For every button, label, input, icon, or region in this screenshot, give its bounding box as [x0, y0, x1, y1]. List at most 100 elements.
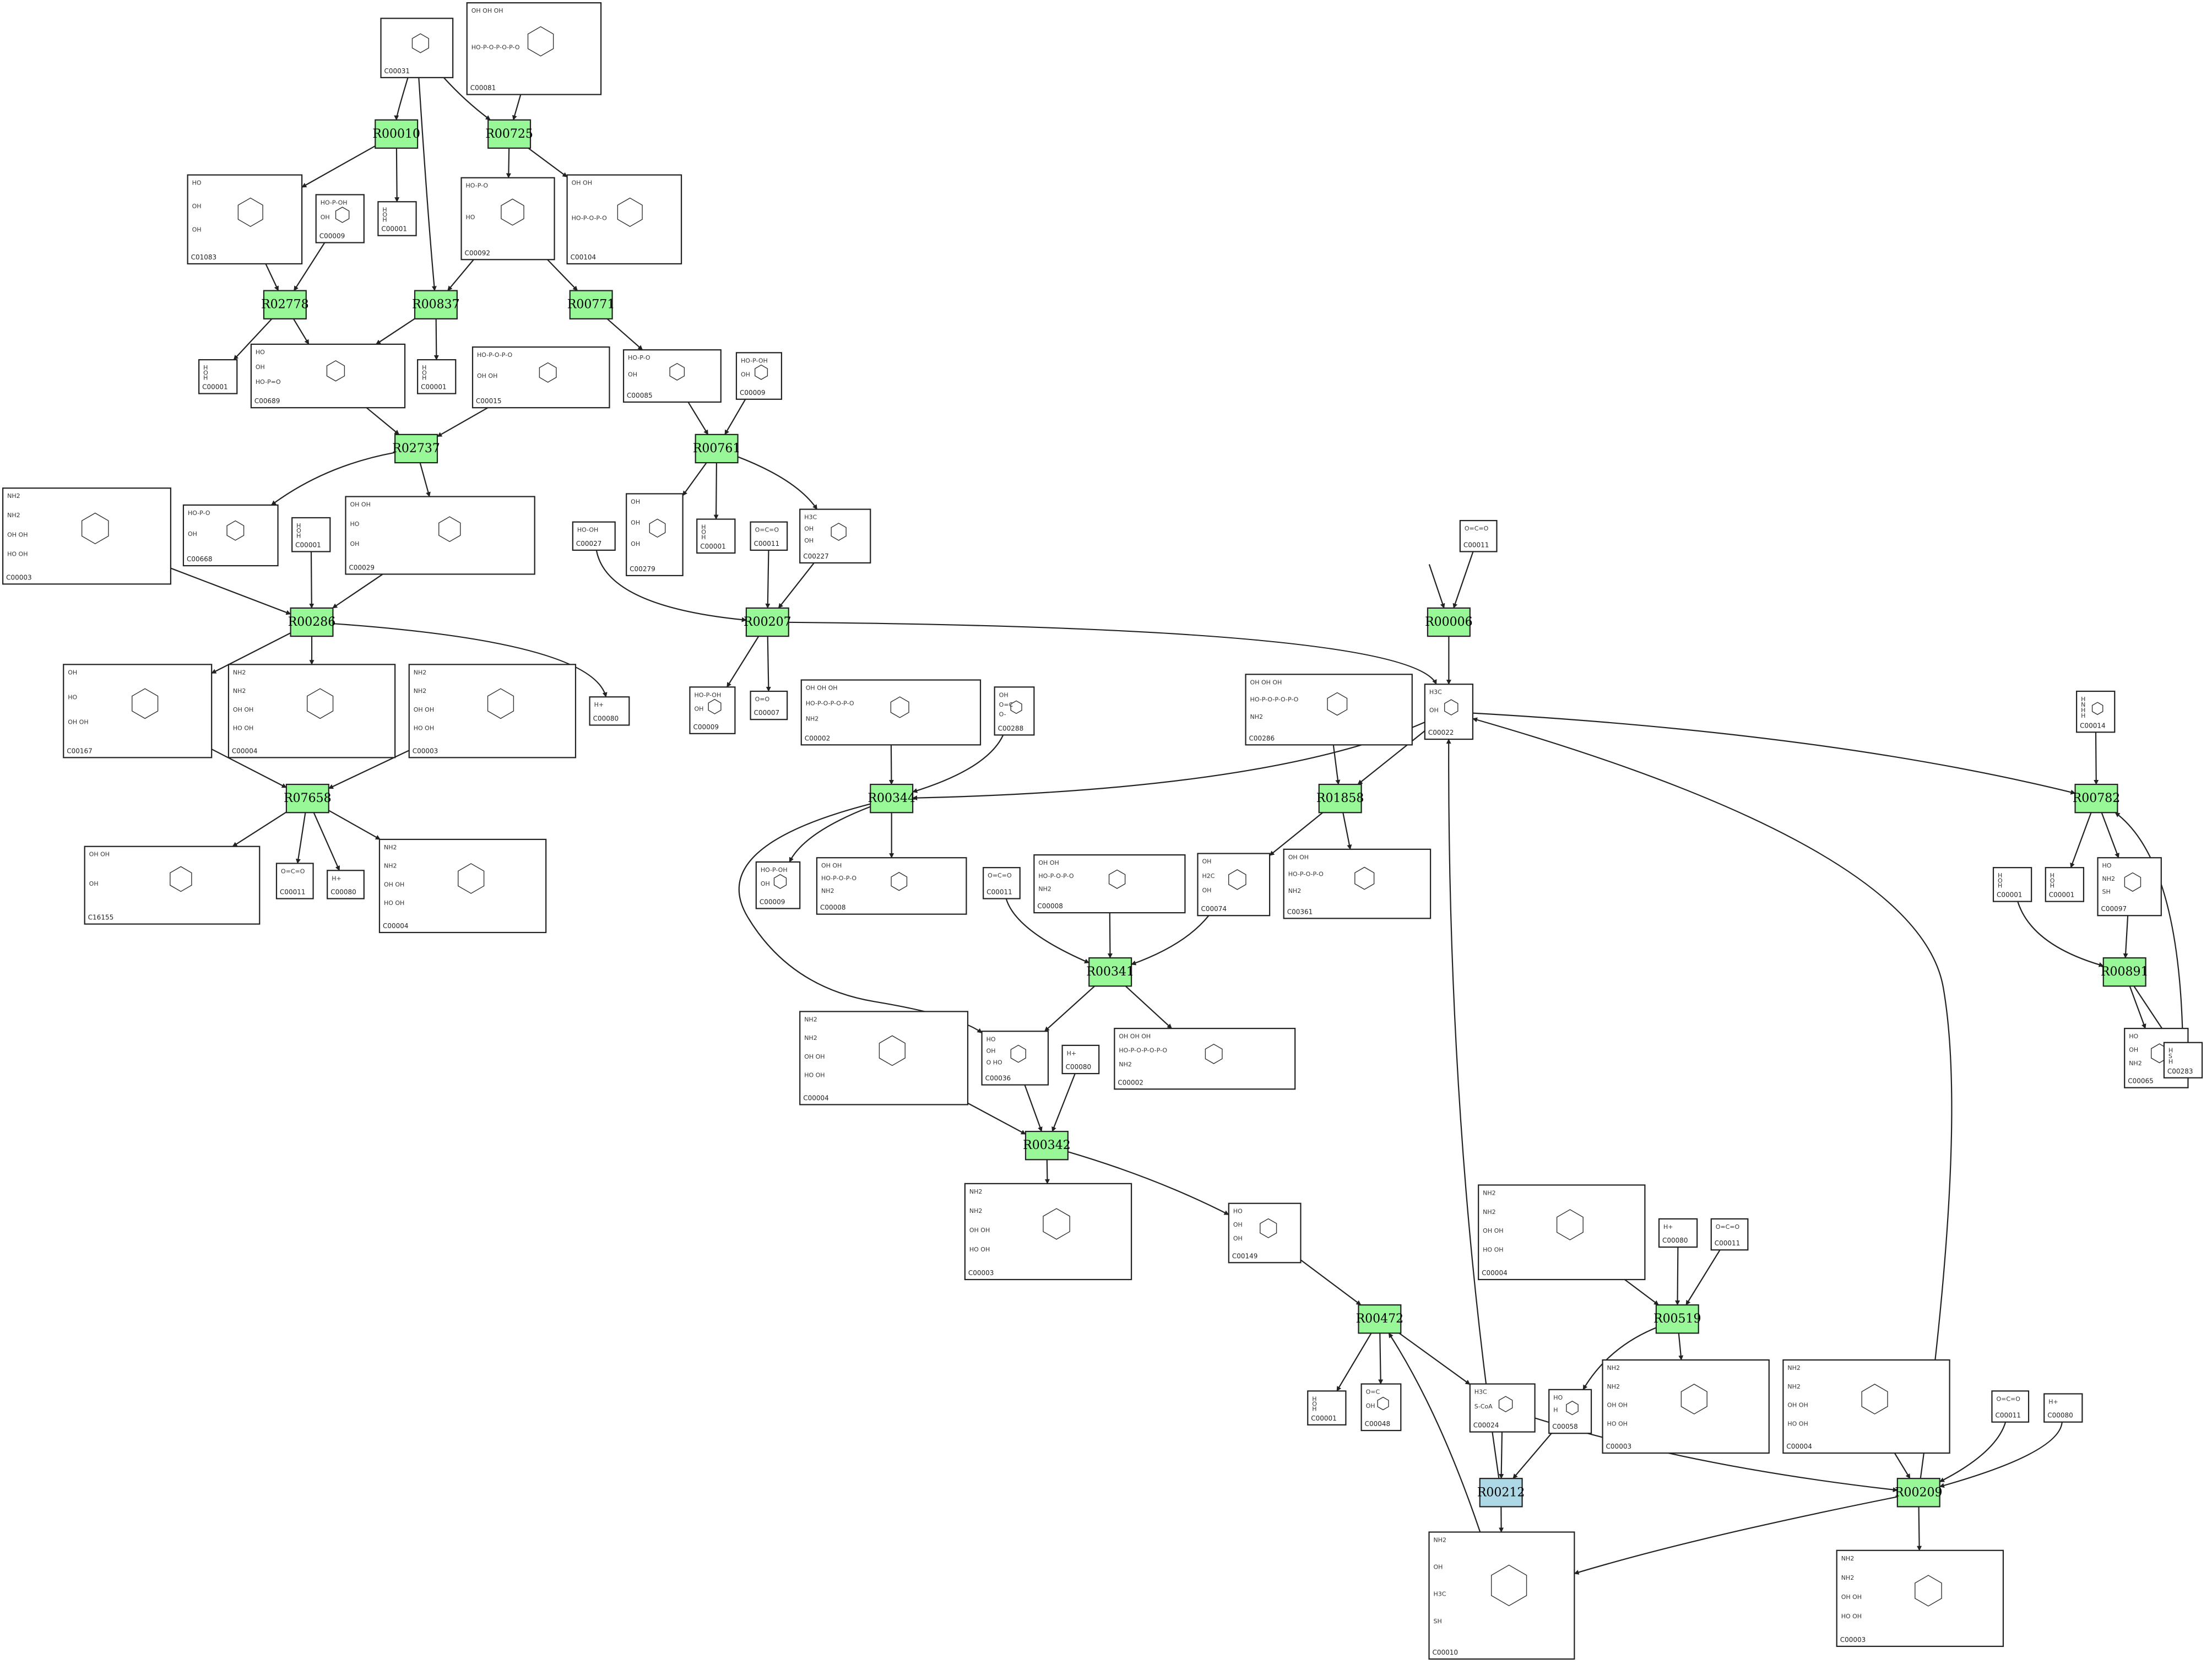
reaction-R00010[interactable]: R00010	[372, 119, 420, 149]
structure-text: HO OH	[1607, 1420, 1628, 1427]
compound-C00288[interactable]: OHO=CO-C00288	[994, 686, 1035, 736]
compound-box	[1710, 1218, 1749, 1251]
compound-C00080[interactable]: H+C00080	[327, 870, 365, 899]
compound-C00080[interactable]: H+C00080	[1061, 1044, 1100, 1075]
compound-C00080[interactable]: H+C00080	[589, 696, 630, 726]
reaction-R00342[interactable]: R00342	[1023, 1131, 1071, 1161]
reaction-R00837[interactable]: R00837	[412, 290, 460, 319]
reaction-R02737[interactable]: R02737	[392, 433, 440, 464]
structure-text: OH	[192, 226, 202, 233]
reaction-R00891[interactable]: R00891	[2101, 957, 2149, 987]
reaction-R00341[interactable]: R00341	[1086, 957, 1134, 987]
structure-text: NH2	[384, 863, 397, 870]
reaction-R00761[interactable]: R00761	[693, 433, 741, 464]
structure-text: H3C	[1434, 1591, 1446, 1598]
reaction-R00782[interactable]: R00782	[2073, 783, 2121, 814]
reaction-R00771[interactable]: R00771	[567, 290, 615, 319]
compound-C00031[interactable]: C00031	[380, 18, 454, 78]
reaction-R00006[interactable]: R00006	[1425, 607, 1473, 637]
reaction-R00519[interactable]: R00519	[1653, 1304, 1701, 1334]
compound-box	[1228, 1202, 1302, 1264]
reaction-R07658[interactable]: R07658	[284, 783, 332, 814]
compound-C00080[interactable]: H+C00080	[2043, 1393, 2083, 1423]
edge-R00472-to-C00024	[1398, 1332, 1471, 1385]
reaction-R00207[interactable]: R00207	[744, 607, 791, 637]
compound-label: C00286	[1249, 734, 1275, 742]
compound-box	[1197, 853, 1271, 917]
reaction-box	[263, 290, 307, 319]
reaction-R00212[interactable]: R00212	[1477, 1478, 1525, 1508]
reaction-R00286[interactable]: R00286	[288, 607, 336, 637]
reaction-R01858[interactable]: R01858	[1316, 783, 1364, 814]
ring-structure	[831, 523, 847, 541]
reaction-R00725[interactable]: R00725	[485, 119, 533, 149]
reaction-R00344[interactable]: R00344	[868, 783, 915, 814]
structure-text: NH2	[821, 887, 834, 895]
reaction-R00472[interactable]: R00472	[1356, 1304, 1404, 1334]
reaction-R02778[interactable]: R02778	[261, 290, 309, 319]
reaction-R00209[interactable]: R00209	[1895, 1478, 1943, 1508]
compound-C00080[interactable]: H+C00080	[1658, 1218, 1698, 1248]
